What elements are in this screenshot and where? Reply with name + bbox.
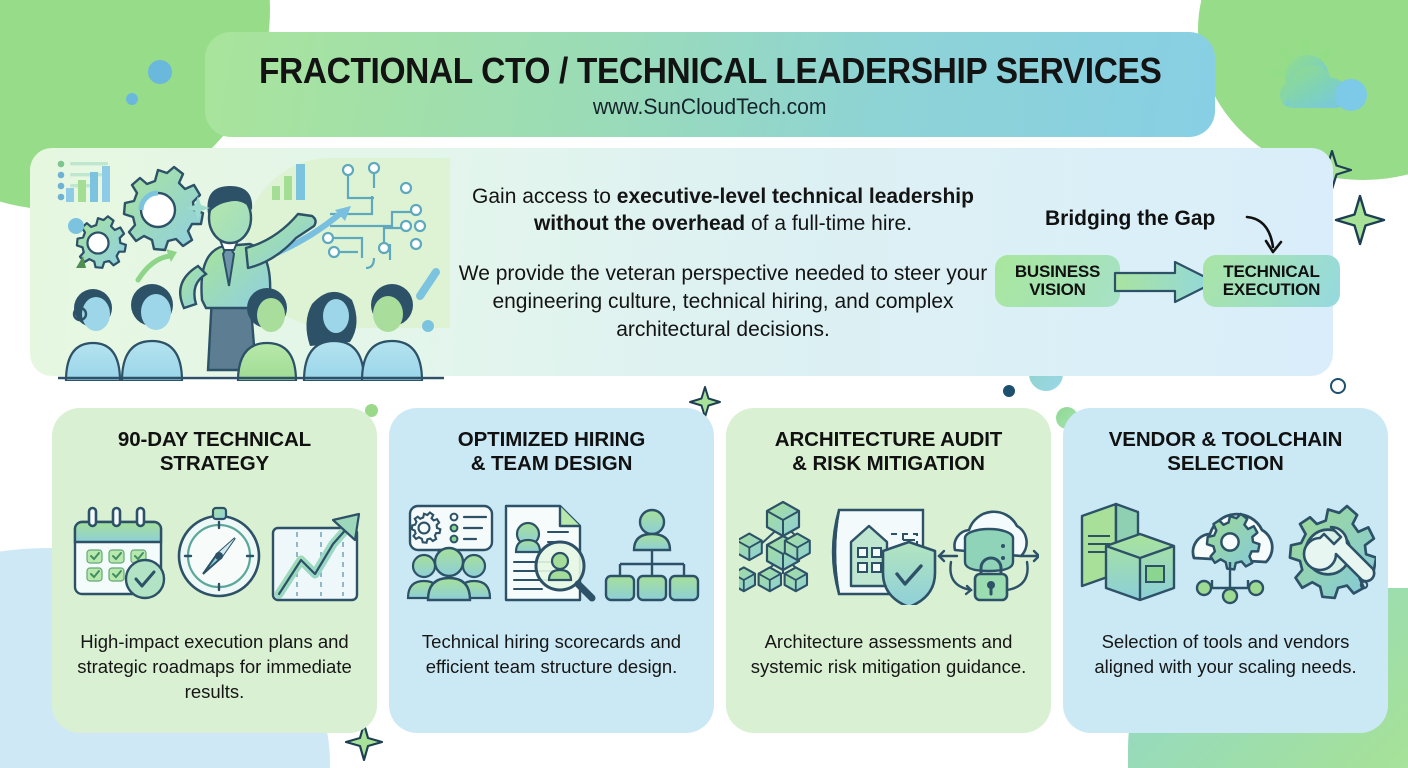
bridging-the-gap-diagram: Bridging the Gap BUSINESS VISION TECHNIC…	[995, 205, 1340, 330]
pill-business-vision-line2: VISION	[1029, 280, 1086, 299]
node-tree-icon	[738, 500, 811, 593]
card-title-line2: & RISK MITIGATION	[792, 452, 985, 476]
hero-paragraph-1: Gain access to executive-level technical…	[440, 183, 1006, 238]
decorative-ring	[1330, 378, 1346, 394]
pill-business-vision: BUSINESS VISION	[995, 255, 1120, 307]
card-description: Technical hiring scorecards and efficien…	[421, 631, 682, 677]
card-description: Architecture assessments and systemic ri…	[750, 631, 1027, 677]
card-icon-group	[738, 492, 1039, 612]
curved-arrow-down-icon	[1245, 215, 1283, 254]
compass-icon	[177, 506, 260, 598]
card-description: Selection of tools and vendors aligned w…	[1094, 631, 1357, 677]
card-vendor-toolchain-selection[interactable]: VENDOR & TOOLCHAIN SELECTION	[1063, 408, 1388, 733]
card-title: VENDOR & TOOLCHAIN SELECTION	[1109, 428, 1343, 476]
sparkle-icon	[344, 722, 384, 762]
card-icon-group	[1076, 492, 1376, 612]
card-title-line2: STRATEGY	[159, 452, 270, 476]
cloud-database-lock-icon	[936, 510, 1039, 602]
sun-cloud-logo-icon	[1250, 22, 1390, 145]
card-title-line1: VENDOR & TOOLCHAIN	[1108, 428, 1343, 451]
card-icon-group	[65, 492, 365, 612]
cloud-gear-icon	[1191, 512, 1274, 605]
card-description: High-impact execution plans and strategi…	[77, 631, 352, 702]
card-90-day-technical-strategy[interactable]: 90-DAY TECHNICAL STRATEGY	[52, 408, 377, 733]
hero-text-block: Gain access to executive-level technical…	[440, 168, 1006, 358]
team-settings-icon	[406, 504, 493, 602]
header-banner: FRACTIONAL CTO / TECHNICAL LEADERSHIP SE…	[205, 32, 1215, 137]
hero-p1-bold: executive-level technical leadership wit…	[533, 184, 974, 236]
card-title-line1: ARCHITECTURE AUDIT	[774, 428, 1003, 451]
card-optimized-hiring-team-design[interactable]: OPTIMIZED HIRING & TEAM DESIGN	[389, 408, 714, 733]
hero-p1-suffix: of a full-time hire.	[745, 212, 913, 236]
card-title: OPTIMIZED HIRING & TEAM DESIGN	[457, 428, 646, 476]
pill-technical-execution-line1: TECHNICAL	[1223, 261, 1320, 281]
card-title: ARCHITECTURE AUDIT & RISK MITIGATION	[774, 428, 1003, 476]
hero-p1-prefix: Gain access to	[472, 184, 617, 208]
pill-technical-execution-line2: EXECUTION	[1222, 280, 1321, 299]
decorative-dot	[126, 93, 138, 105]
card-title-line2: & TEAM DESIGN	[470, 452, 633, 476]
vendor-boxes-icon	[1080, 502, 1175, 602]
bridge-label: Bridging the Gap	[1045, 207, 1216, 230]
website-url: www.SunCloudTech.com	[593, 93, 827, 119]
pill-technical-execution: TECHNICAL EXECUTION	[1203, 255, 1340, 307]
card-title-line1: OPTIMIZED HIRING	[457, 428, 646, 451]
block-arrow-right-icon	[1113, 260, 1217, 304]
org-chart-icon	[604, 508, 699, 602]
blueprint-shield-icon	[831, 508, 936, 605]
hero-paragraph-2: We provide the veteran perspective neede…	[458, 262, 988, 341]
card-architecture-audit-risk-mitigation[interactable]: ARCHITECTURE AUDIT & RISK MITIGATION	[726, 408, 1051, 733]
card-icon-group	[402, 492, 702, 612]
page-title: FRACTIONAL CTO / TECHNICAL LEADERSHIP SE…	[258, 49, 1162, 91]
card-title-line2: SELECTION	[1167, 452, 1284, 476]
calendar-check-icon	[73, 506, 165, 600]
pill-business-vision-line1: BUSINESS	[1014, 261, 1101, 281]
sparkle-icon	[1334, 194, 1386, 246]
card-title-line1: 90-DAY TECHNICAL	[117, 428, 312, 451]
card-title: 90-DAY TECHNICAL STRATEGY	[118, 428, 311, 476]
decorative-dot	[365, 404, 378, 417]
service-cards-row: 90-DAY TECHNICAL STRATEGY	[52, 408, 1388, 738]
team-leader-pointing-illustration	[57, 158, 450, 381]
gear-wrench-icon	[1288, 504, 1376, 600]
resume-search-icon	[504, 504, 595, 602]
decorative-dot	[148, 60, 172, 84]
decorative-dot	[1003, 385, 1015, 397]
growth-chart-icon	[271, 512, 360, 602]
